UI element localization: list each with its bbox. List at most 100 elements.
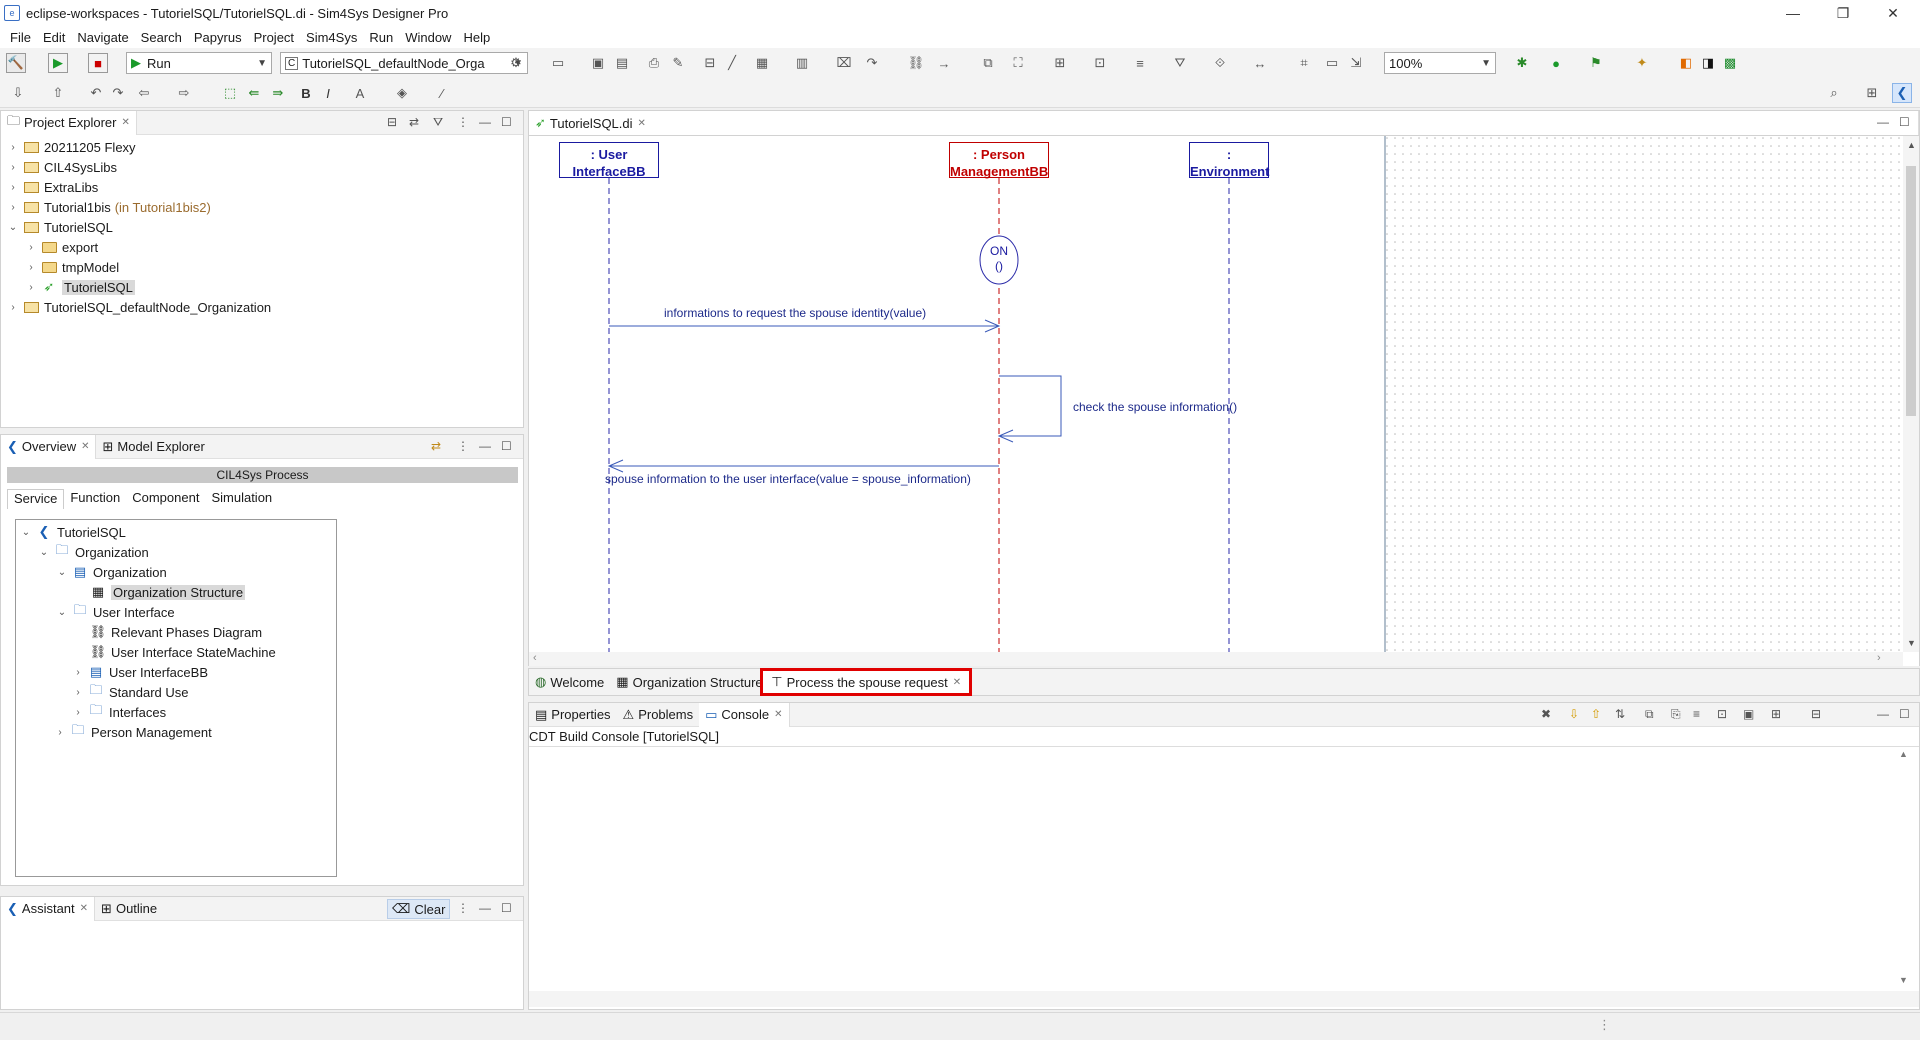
tab-console[interactable]: ▭ Console ✕ [699, 702, 790, 727]
subtab-service[interactable]: Service [7, 489, 65, 509]
open-editor-icon[interactable]: ⬚ [223, 85, 237, 100]
display-selected-icon[interactable]: ▣ [1743, 707, 1755, 721]
arrange-icon[interactable]: ⊞ [1054, 55, 1066, 70]
menu-project[interactable]: Project [253, 29, 295, 45]
wand-icon[interactable]: ✦ [1636, 55, 1648, 70]
next-edit-icon[interactable]: ⇛ [272, 85, 284, 100]
tab-project-explorer[interactable]: 🗀 Project Explorer ✕ [1, 110, 137, 135]
tab-organization-structure[interactable]: ▦ Organization Structure [610, 670, 760, 694]
export-icon[interactable]: ⇧ [52, 85, 64, 100]
maximize-icon[interactable]: ☐ [501, 439, 512, 453]
tab-outline[interactable]: ⊞ Outline [95, 897, 163, 921]
fill-color-icon[interactable]: ▦ [755, 55, 769, 70]
sim4sys-icon[interactable]: ◧ [1679, 55, 1693, 70]
diagram-canvas[interactable]: : User InterfaceBB : Person ManagementBB… [528, 136, 1920, 666]
distribute-icon[interactable]: ⊡ [1094, 55, 1106, 70]
subtab-simulation[interactable]: Simulation [211, 490, 273, 505]
tab-assistant[interactable]: ❮ Assistant ✕ [1, 896, 96, 921]
tab-overview[interactable]: ❮ Overview ✕ [1, 434, 97, 459]
tree-item[interactable]: ⌄▤ Organization [56, 562, 167, 582]
router-icon[interactable]: ↷ [866, 55, 878, 70]
font-icon[interactable]: A [355, 85, 365, 101]
close-icon[interactable]: ✕ [952, 676, 962, 688]
select-all-icon[interactable]: ⛶ [1013, 55, 1023, 70]
close-icon[interactable]: ✕ [774, 709, 783, 720]
line-color-icon[interactable]: ⁄ [440, 85, 444, 101]
search-icon[interactable]: ⌕ [1830, 85, 1838, 100]
link-icon[interactable]: ⛓ [907, 55, 925, 70]
windows-icon[interactable]: ◨ [1701, 55, 1715, 70]
tab-problems[interactable]: ⚠ Problems [617, 703, 700, 727]
close-icon[interactable]: ✕ [121, 117, 130, 128]
tree-item[interactable]: › export [25, 237, 98, 257]
clear-console-icon[interactable]: ✖ [1541, 707, 1552, 721]
menu-window[interactable]: Window [405, 29, 452, 45]
tab-tutorielsql-di[interactable]: ➶ TutorielSQL.di ✕ [529, 111, 1919, 135]
import-icon[interactable]: ⇩ [12, 85, 24, 100]
build-icon[interactable]: 🔨 [6, 53, 26, 73]
tree-item[interactable]: ⌄ TutorielSQL [7, 217, 113, 237]
tree-item[interactable]: ›🗀 Person Management [54, 722, 211, 742]
message-label-request[interactable]: informations to request the spouse ident… [664, 306, 927, 320]
copy-icon[interactable]: ⧉ [1645, 707, 1654, 721]
excel-icon[interactable]: ▩ [1723, 55, 1737, 70]
scroll-left-icon[interactable]: ‹ [533, 652, 537, 664]
filter-icon[interactable]: ⛛ [433, 115, 444, 129]
resize-icon[interactable]: ↔ [1253, 55, 1267, 71]
view-menu-icon[interactable]: ⋮ [457, 439, 469, 453]
scroll-down-icon[interactable]: ▼ [1907, 638, 1916, 648]
horizontal-scrollbar[interactable] [529, 991, 1919, 1007]
tree-item[interactable]: › 20211205 Flexy [7, 137, 135, 157]
debug-icon[interactable]: ✱ [1516, 55, 1528, 70]
maximize-icon[interactable]: ☐ [501, 901, 512, 915]
menu-papyrus[interactable]: Papyrus [193, 29, 242, 45]
zoom-select[interactable]: 100% ▼ [1384, 52, 1496, 74]
menu-navigate[interactable]: Navigate [77, 29, 129, 45]
scroll-down-icon[interactable]: ▼ [1899, 975, 1908, 985]
tree-item[interactable]: ▦ Organization Structure [90, 582, 246, 602]
menu-sim4sys[interactable]: Sim4Sys [306, 29, 358, 45]
message-label-check[interactable]: check the spouse information() [1073, 400, 1238, 414]
undo-icon[interactable]: ↶ [90, 85, 102, 100]
delete-icon[interactable]: ⌧ [836, 55, 852, 70]
maximize-icon[interactable]: ☐ [501, 115, 512, 129]
scroll-up-icon[interactable]: ▲ [1899, 749, 1908, 759]
menu-run[interactable]: Run [369, 29, 394, 45]
restore-button[interactable]: ❐ [1836, 5, 1850, 21]
view-menu-icon[interactable]: ⋮ [457, 901, 469, 915]
copy-format-icon[interactable]: ⧉ [983, 55, 993, 70]
subtab-function[interactable]: Function [70, 490, 121, 505]
run-mode-select[interactable]: ▶ Run ▼ [126, 52, 272, 74]
close-icon[interactable]: ✕ [637, 117, 646, 129]
tab-process-spouse-request[interactable]: ⊤ Process the spouse request ✕ [760, 668, 973, 696]
link-editor-icon[interactable]: ⇄ [409, 115, 420, 129]
minimize-icon[interactable]: — [1877, 115, 1889, 129]
new-diagram-icon[interactable]: ▭ [551, 55, 565, 70]
minimize-icon[interactable]: — [479, 439, 491, 453]
launch-config-select[interactable]: C TutorielSQL_defaultNode_Orga ▼ [280, 52, 528, 74]
grid-icon[interactable]: ⌗ [1300, 55, 1308, 70]
tree-item[interactable]: ⌄🗀 Organization [38, 542, 149, 562]
forward-icon[interactable]: ⇨ [178, 85, 190, 100]
perspective-icon[interactable]: ❮ [1892, 83, 1912, 103]
open-console-icon[interactable]: ⊞ [1771, 707, 1782, 721]
export-image-icon[interactable]: ⇲ [1350, 55, 1362, 70]
state-invariant-label[interactable]: ON () [981, 244, 1017, 274]
redo-icon[interactable]: ↷ [112, 85, 124, 100]
save-icon[interactable]: ▣ [591, 55, 605, 70]
tree-item[interactable]: › Tutorial1bis (in Tutorial1bis2) [7, 197, 211, 217]
pencil-icon[interactable]: ✎ [672, 55, 684, 70]
tree-item[interactable]: › TutorielSQL_defaultNode_Organization [7, 297, 271, 317]
snap-icon[interactable]: ⟐ [1214, 55, 1226, 70]
fill-icon[interactable]: ◈ [397, 85, 407, 100]
minimize-icon[interactable]: — [1877, 707, 1889, 721]
next-icon[interactable]: ⇩ [1569, 707, 1580, 721]
tree-item[interactable]: › ExtraLibs [7, 177, 98, 197]
menu-help[interactable]: Help [463, 29, 491, 45]
menu-search[interactable]: Search [140, 29, 182, 45]
tree-item[interactable]: ⛓ Relevant Phases Diagram [90, 622, 262, 642]
prev-edit-icon[interactable]: ⇚ [248, 85, 260, 100]
word-wrap-icon[interactable]: ≡ [1693, 707, 1701, 721]
lifeline-environment-header[interactable]: : Environment [1189, 142, 1269, 179]
back-icon[interactable]: ⇦ [138, 85, 150, 100]
